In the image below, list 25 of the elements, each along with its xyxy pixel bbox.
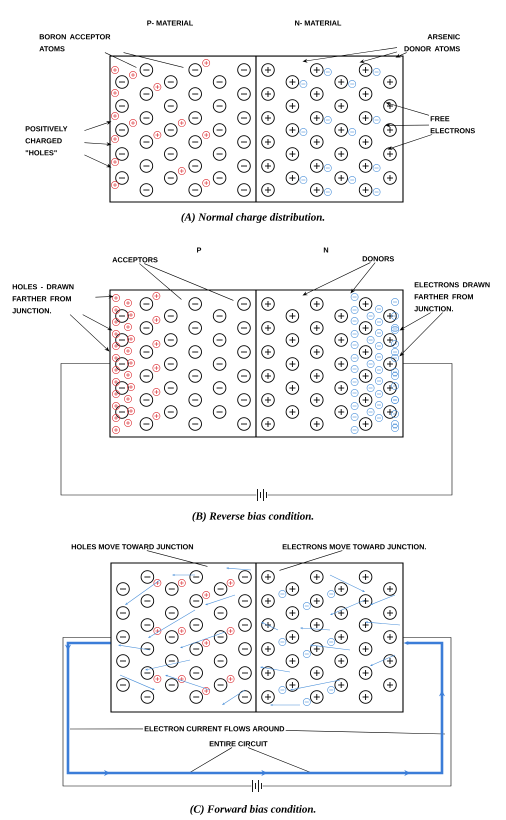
caption: (C) Forward bias condition. — [190, 805, 316, 815]
leader-line — [146, 550, 208, 567]
leader-line — [139, 263, 182, 300]
leader-line — [188, 747, 232, 774]
semiconductor-block — [110, 562, 257, 713]
caption: (B) Reverse bias condition. — [192, 512, 314, 522]
caption: (A) Normal charge distribution. — [181, 213, 324, 223]
leader-line — [82, 314, 112, 330]
wire — [60, 363, 257, 496]
battery-symbol — [252, 780, 262, 792]
leader-line — [123, 52, 184, 68]
leader-line — [84, 154, 112, 168]
semiconductor-block — [109, 289, 257, 438]
leader-line — [285, 730, 446, 734]
wire — [62, 637, 252, 786]
semiconductor-block — [255, 289, 404, 438]
semiconductor-block — [255, 562, 404, 713]
battery-symbol — [257, 488, 267, 502]
leader-line — [144, 263, 234, 301]
wire — [267, 363, 452, 496]
leader-line — [70, 728, 144, 730]
wire — [262, 637, 452, 786]
leader-line — [70, 314, 110, 352]
leader-line — [104, 52, 137, 68]
leader-line — [279, 550, 343, 571]
